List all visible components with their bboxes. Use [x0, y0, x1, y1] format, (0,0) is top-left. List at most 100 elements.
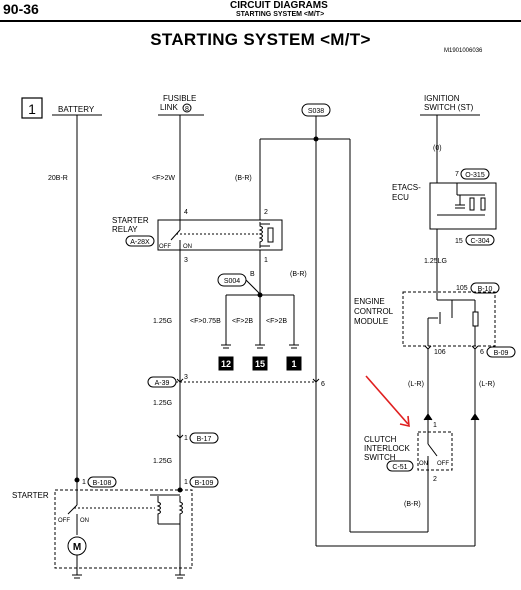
- starter-ground-1: [72, 574, 82, 579]
- starter-coil-2: [178, 496, 183, 524]
- starter-relay-label-2: RELAY: [112, 225, 138, 234]
- term-1-clutch: 1: [433, 422, 437, 429]
- wire-f2b-2: <F>2B: [266, 318, 287, 325]
- term-1-b17: 1: [184, 435, 188, 442]
- wire-lr-1: (L-R): [408, 381, 424, 388]
- etacs-resistor-2: [480, 197, 486, 211]
- b17-pin: [176, 434, 184, 439]
- battery-terminal-dot: [74, 477, 80, 483]
- etacs-box: [429, 182, 497, 230]
- term-3-relay: 3: [184, 257, 188, 264]
- connector-c304-box: [465, 234, 495, 246]
- ground-symbol-1: [221, 344, 231, 349]
- drawing-code: M1901006036: [444, 48, 483, 54]
- ecm-box: [402, 291, 496, 347]
- relay-switch-blade: [170, 229, 181, 241]
- term-106: 106: [434, 349, 446, 356]
- clutch-label-2: INTERLOCK: [364, 444, 410, 453]
- arrow-up-left: [423, 413, 433, 421]
- header-rule: [0, 20, 521, 22]
- connector-b17: B-17: [197, 436, 212, 443]
- etacs-label-1: ETACS-: [392, 183, 421, 192]
- diagram-title: STARTING SYSTEM <M/T>: [150, 30, 371, 49]
- wire-125g-b: 1.25G: [153, 400, 172, 407]
- connector-b109: B-109: [195, 480, 214, 487]
- connector-b108-box: [87, 476, 117, 488]
- connector-b17-box: [189, 432, 219, 444]
- ecm-resistor: [472, 311, 479, 327]
- connector-s004: S004: [224, 278, 240, 285]
- ignition-label-1: IGNITION: [424, 94, 460, 103]
- starter-label: STARTER: [12, 491, 49, 500]
- term-6-a39: 6: [321, 381, 325, 388]
- relay-off: OFF: [159, 244, 171, 250]
- connector-o315: O-315: [465, 172, 485, 179]
- term-15: 15: [455, 238, 463, 245]
- battery-label: BATTERY: [58, 105, 95, 114]
- starter-coil-1: [156, 496, 161, 524]
- wire-125lg: 1.25LG: [424, 258, 447, 265]
- wire-f075b: <F>0.75B: [190, 318, 221, 325]
- etacs-label-2: ECU: [392, 193, 409, 202]
- starter-right-dot: [177, 487, 183, 493]
- starter-off: OFF: [58, 518, 70, 524]
- term-4: 4: [184, 209, 188, 216]
- motor-letter: M: [73, 542, 81, 553]
- ecm-label-2: CONTROL: [354, 307, 394, 316]
- term-6-b09: 6: [480, 349, 484, 356]
- wire-br-a: (B-R): [235, 175, 252, 182]
- relay-on: ON: [183, 244, 192, 250]
- wire-125g-c: 1.25G: [153, 458, 172, 465]
- connector-s038: S038: [308, 108, 324, 115]
- fusible-link-number: 8: [185, 106, 189, 113]
- arrow-up-right: [470, 413, 480, 421]
- connector-a28x: A-28X: [130, 239, 150, 246]
- term-1-b108: 1: [82, 479, 86, 486]
- a39-pin-right: [312, 378, 320, 383]
- connector-b10: B-10: [478, 286, 493, 293]
- ground-symbol-2: [255, 344, 265, 349]
- term-7: 7: [455, 171, 459, 178]
- starter-box: [54, 489, 193, 569]
- wire-20b-r: 20B-R: [48, 175, 68, 182]
- etacs-resistor-1: [469, 197, 475, 211]
- clutch-on: ON: [419, 461, 428, 467]
- ground-symbol-3: [289, 344, 299, 349]
- clutch-switch-blade: [427, 443, 438, 457]
- connector-o315-box: [460, 168, 490, 180]
- page-number: 90-36: [3, 1, 39, 17]
- starter-relay-box: [157, 219, 283, 251]
- ref-12-box: [218, 356, 234, 371]
- sheet-number: 1: [28, 101, 36, 117]
- wire-zero: (0): [433, 145, 442, 152]
- connector-b09: B-09: [494, 350, 509, 357]
- ecm-label-1: ENGINE: [354, 297, 385, 306]
- starter-relay-label-1: STARTER: [112, 216, 149, 225]
- term-1-relay: 1: [264, 257, 268, 264]
- ecm-label-3: MODULE: [354, 317, 388, 326]
- term-1-b109: 1: [184, 479, 188, 486]
- wire-f2b-1: <F>2B: [232, 318, 253, 325]
- ref-12: 12: [221, 359, 231, 369]
- ref-1-box: [286, 356, 302, 371]
- subsection-title: STARTING SYSTEM <M/T>: [236, 11, 325, 18]
- red-arrow-annotation: [365, 375, 410, 428]
- wire-f2w: <F>2W: [152, 175, 175, 182]
- ref-1: 1: [291, 359, 296, 369]
- term-2-clutch: 2: [433, 476, 437, 483]
- connector-c51-box: [386, 460, 414, 472]
- connector-b09-box: [486, 346, 516, 358]
- s004-link: [245, 279, 261, 295]
- wire-br-b: (B-R): [290, 271, 307, 278]
- connector-b108: B-108: [93, 480, 112, 487]
- starter-ground-2: [175, 574, 185, 579]
- a39-pin-left: [176, 378, 184, 383]
- section-title: CIRCUIT DIAGRAMS: [230, 0, 328, 11]
- wire-b: B: [250, 271, 255, 278]
- fusible-label-1: FUSIBLE: [163, 94, 196, 103]
- term-105: 105: [456, 285, 468, 292]
- term-2-relay: 2: [264, 209, 268, 216]
- clutch-label-1: CLUTCH: [364, 435, 397, 444]
- ref-15: 15: [255, 359, 265, 369]
